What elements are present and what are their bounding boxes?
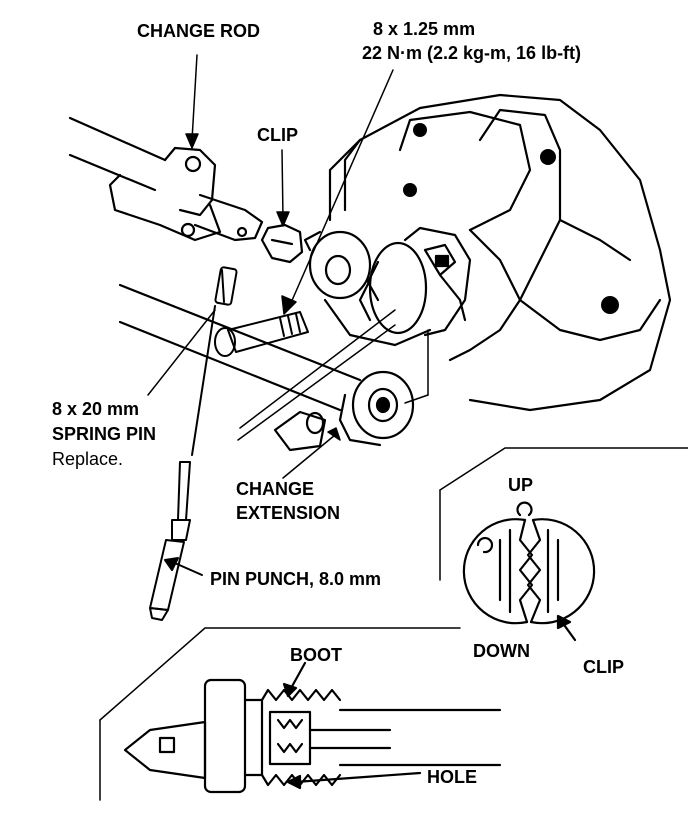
clip-part	[260, 223, 304, 264]
transmission-housing	[328, 93, 672, 412]
leader-lines	[147, 54, 429, 479]
pin-punch-label: PIN PUNCH, 8.0 mm	[210, 569, 382, 589]
joint-assembly	[303, 226, 472, 347]
change-extension-part	[118, 283, 415, 452]
change-rod	[68, 116, 264, 242]
down-label: DOWN	[473, 641, 530, 661]
inset-borders	[99, 447, 688, 801]
clip-detail-inset	[462, 501, 596, 642]
pin-punch-tool	[149, 305, 216, 621]
boot-label: BOOT	[290, 645, 342, 665]
change-rod-label: CHANGE ROD	[137, 21, 261, 41]
spring-pin-size-label: 8 x 20 mm	[52, 399, 140, 419]
extension-label: EXTENSION	[236, 503, 341, 523]
hole-label: HOLE	[427, 767, 478, 787]
replace-note: Replace.	[52, 449, 124, 469]
clip-label-top: CLIP	[257, 125, 299, 145]
boot-detail-inset	[123, 661, 502, 794]
spring-pin-label: SPRING PIN	[52, 424, 157, 444]
up-label: UP	[508, 475, 534, 495]
clip-label-bottom: CLIP	[583, 657, 625, 677]
bolt-torque-label: 22 N·m (2.2 kg-m, 16 lb-ft)	[362, 43, 582, 63]
bolt-size-label: 8 x 1.25 mm	[373, 19, 476, 39]
change-label: CHANGE	[236, 479, 315, 499]
housing-bolts	[403, 123, 619, 314]
spring-pin-part	[214, 266, 238, 306]
bolt-part	[214, 311, 309, 357]
